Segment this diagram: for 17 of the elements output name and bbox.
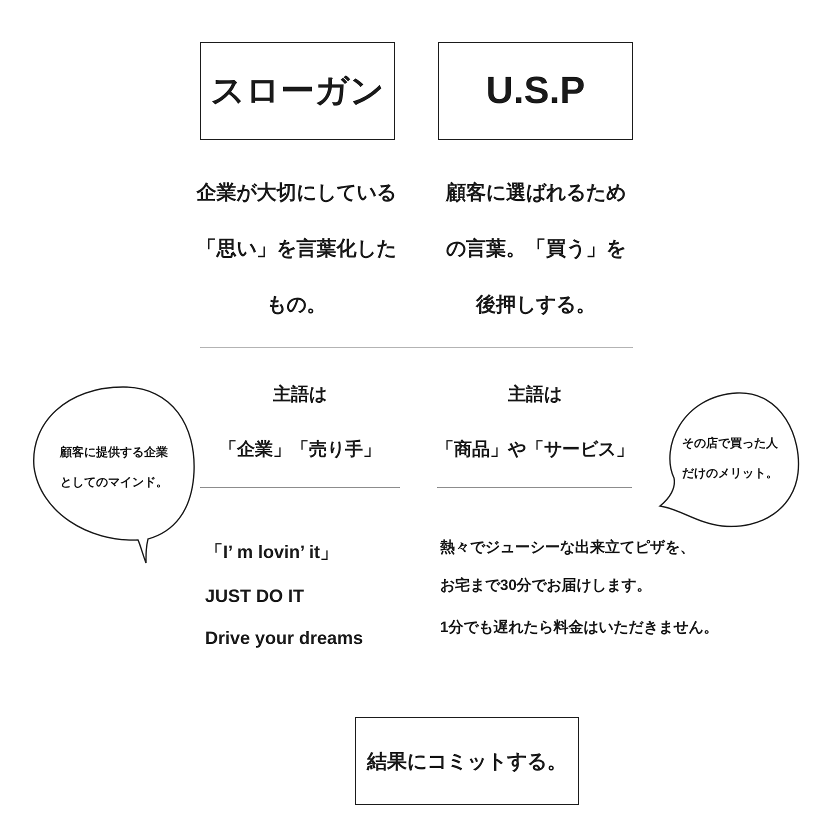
result-box: 結果にコミットする。	[355, 717, 579, 805]
subject-heading: 主語は	[272, 383, 328, 406]
title-box: スローガン	[200, 42, 395, 140]
example-slogan: JUST DO IT	[205, 586, 304, 607]
example-text: 1分でも遅れたら料金はいただきません。	[440, 618, 718, 637]
description-text: 企業が大切にしている「思い」を言葉化したもの。	[195, 181, 398, 318]
description-text: 顧客に選ばれるための言葉。「買う」を後押しする。	[444, 180, 627, 318]
example-text: 熱々でジューシーな出来立てピザを、	[440, 538, 695, 557]
subject-heading: 主語は	[507, 383, 563, 406]
subject-text: 「企業」「売り手」	[218, 438, 382, 461]
example-slogan: 「I’ m lovin’ it」	[205, 541, 338, 564]
title-box: U.S.P	[438, 42, 633, 140]
subject-text: 「商品」や「サービス」	[435, 438, 635, 461]
bubble-text: 顧客に提供する企業としてのマインド。	[60, 444, 169, 491]
bubble-text: その店で買った人だけのメリット。	[682, 435, 779, 482]
example-text: お宅まで30分でお届けします。	[440, 576, 652, 595]
example-slogan: Drive your dreams	[205, 628, 364, 649]
